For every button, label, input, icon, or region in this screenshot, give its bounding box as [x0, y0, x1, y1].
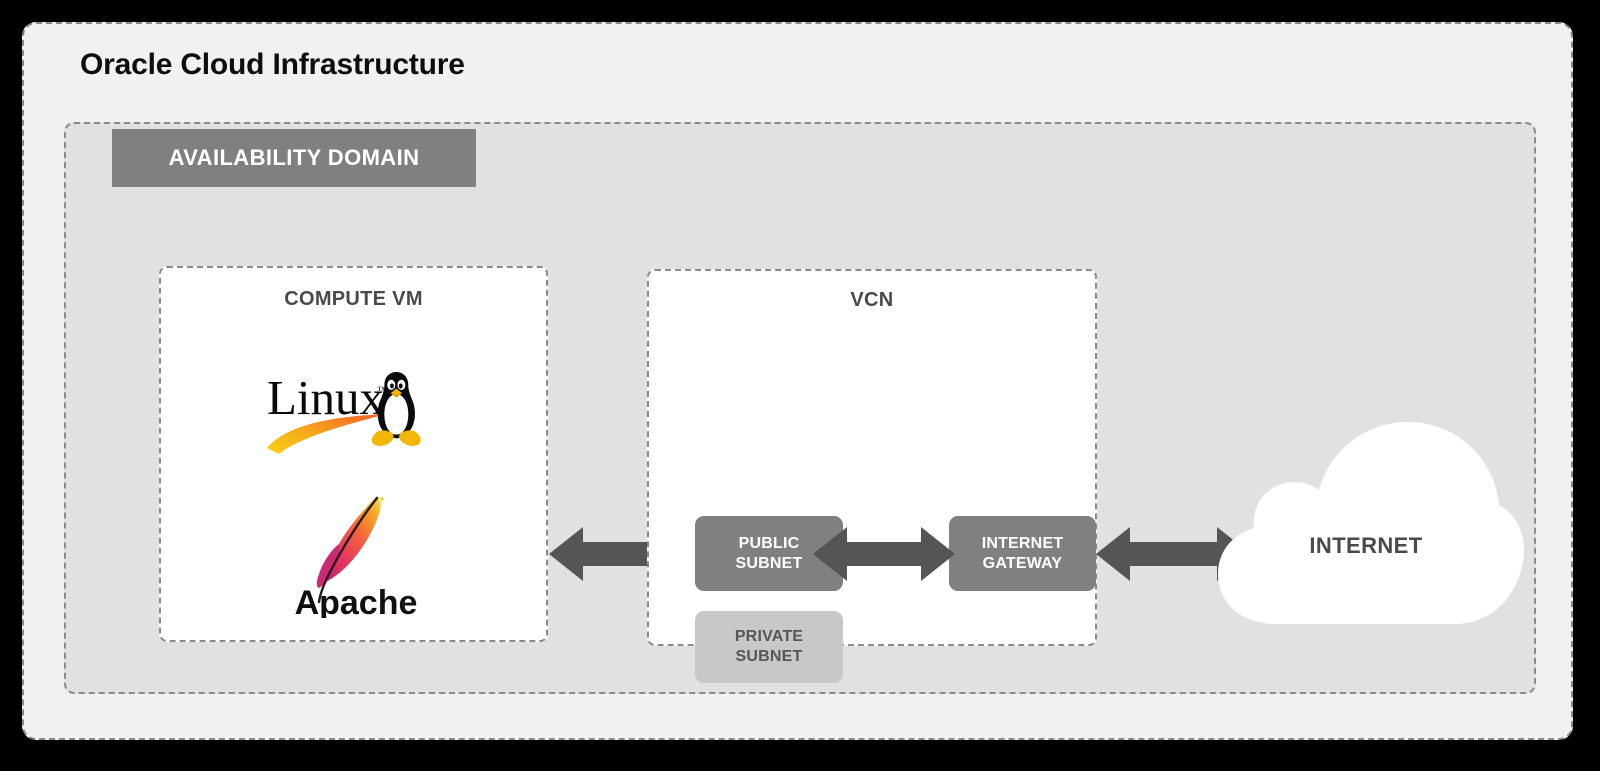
compute-vm-title: COMPUTE VM: [284, 288, 423, 310]
arrow-public-subnet-to-internet-gateway: [813, 527, 955, 581]
internet-gateway-label-line1: INTERNET: [981, 534, 1064, 552]
arrow-compute-vm-to-public-subnet: [549, 527, 699, 581]
internet-label: INTERNET: [1309, 533, 1423, 558]
compute-vm-container: COMPUTE VM Linux ™: [159, 266, 548, 642]
availability-domain-container: AVAILABILITY DOMAIN COMPUTE VM Linux: [64, 122, 1536, 694]
private-subnet-box[interactable]: PRIVATE SUBNET: [695, 611, 843, 683]
public-subnet-label-line2: SUBNET: [735, 554, 803, 572]
oracle-cloud-infrastructure-panel: Oracle Cloud Infrastructure AVAILABILITY…: [22, 22, 1573, 740]
availability-domain-banner: AVAILABILITY DOMAIN: [112, 129, 476, 187]
availability-domain-label: AVAILABILITY DOMAIN: [168, 145, 420, 170]
arrow-internet-gateway-to-internet: [1096, 527, 1251, 581]
apache-logo: Apache: [295, 496, 418, 618]
linux-logo: Linux ™: [267, 370, 421, 454]
vcn-title: VCN: [850, 289, 894, 311]
page-title: Oracle Cloud Infrastructure: [80, 48, 465, 81]
public-subnet-label-line1: PUBLIC: [738, 534, 800, 552]
private-subnet-label-line2: SUBNET: [735, 648, 803, 665]
internet-cloud: INTERNET: [1206, 406, 1526, 631]
internet-gateway-box[interactable]: INTERNET GATEWAY: [949, 516, 1096, 591]
svg-text:™: ™: [377, 385, 388, 397]
cloud-icon: [1218, 422, 1524, 624]
internet-gateway-label-line2: GATEWAY: [982, 554, 1063, 572]
svg-text:Apache: Apache: [295, 584, 418, 618]
private-subnet-label-line1: PRIVATE: [734, 628, 804, 646]
